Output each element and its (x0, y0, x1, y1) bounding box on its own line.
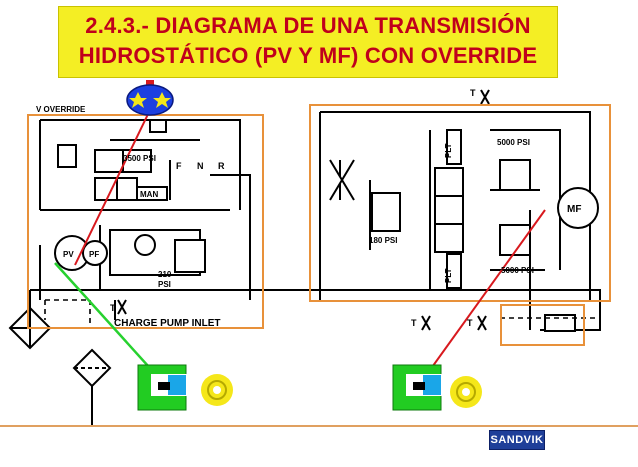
label-pf: PF (89, 250, 99, 259)
label-t-bottom-2: T (467, 318, 473, 328)
label-charge-pump-inlet: CHARGE PUMP INLET (114, 318, 221, 329)
label-3500-psi: 3500 PSI (123, 154, 156, 163)
label-man: MAN (140, 190, 158, 199)
label-mf: MF (567, 204, 581, 215)
pump-pointer-line (74, 109, 151, 266)
title-line-2: HIDROSTÁTICO (PV Y MF) CON OVERRIDE (78, 43, 538, 68)
motor-pointer-line (429, 209, 546, 371)
sandvik-logo-text: SANDVIK (490, 434, 544, 446)
motor-cylinder-icon (392, 364, 443, 411)
label-plt-top: PLT (444, 143, 453, 158)
label-plt-bottom: PLT (444, 268, 453, 283)
override-marker (146, 80, 154, 88)
label-t-bottom-1: T (411, 318, 417, 328)
label-v-override: V OVERRIDE (36, 105, 86, 114)
title-line-1: 2.4.3.- DIAGRAMA DE UNA TRANSMISIÓN (85, 13, 531, 38)
label-5000-psi-top: 5000 PSI (497, 138, 530, 147)
label-n: N (197, 161, 204, 171)
label-t-top: T (470, 88, 476, 98)
label-r: R (218, 161, 225, 171)
case-drain-highlight-box (500, 304, 585, 346)
label-t-charge: T (110, 303, 116, 313)
pump-cylinder-icon (137, 364, 188, 411)
motor-circuit-highlight-box (309, 104, 611, 302)
green-pointer-line (54, 262, 159, 378)
label-pv: PV (63, 250, 74, 259)
starburst-icon (126, 84, 174, 116)
label-5000-psi-bottom: 5000 PSI (501, 266, 534, 275)
title-banner: 2.4.3.- DIAGRAMA DE UNA TRANSMISIÓN HIDR… (58, 6, 558, 78)
label-180-psi: 180 PSI (369, 236, 397, 245)
label-psi: PSI (158, 280, 171, 289)
sandvik-logo: SANDVIK (489, 430, 545, 450)
pump-swash-icon (201, 374, 233, 406)
label-210: 210 (158, 270, 172, 279)
footer-divider (0, 425, 638, 427)
label-f: F (176, 161, 182, 171)
motor-swash-icon (450, 376, 482, 408)
